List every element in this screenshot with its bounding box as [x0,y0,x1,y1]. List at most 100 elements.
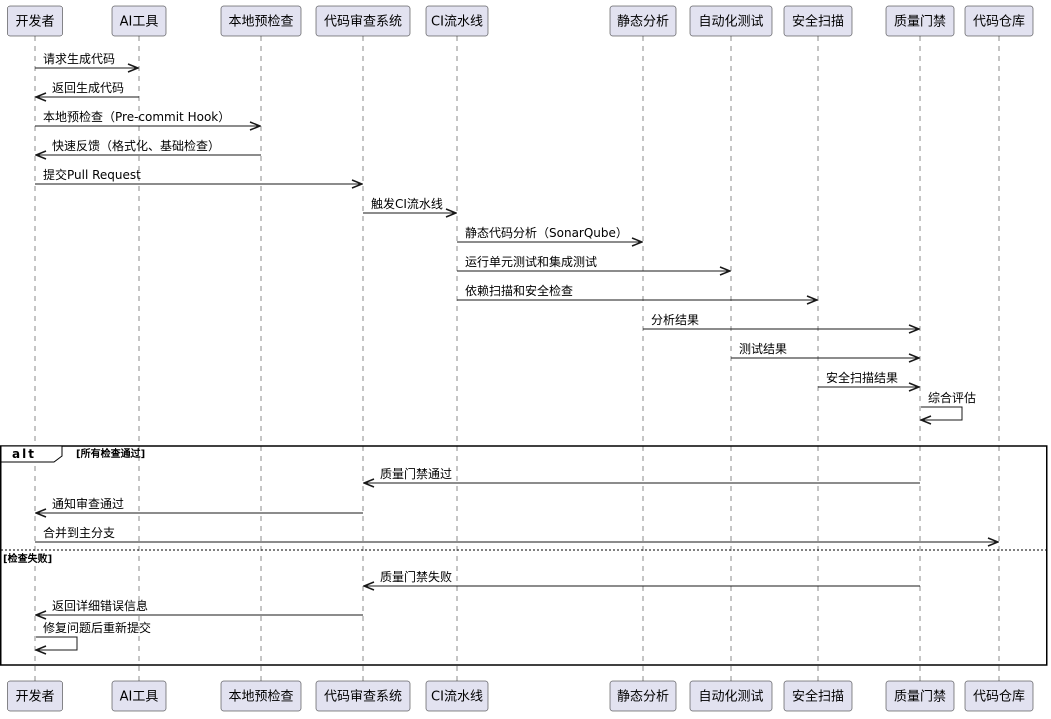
participant-label: 质量门禁 [894,690,946,705]
participant-box-shape [425,5,489,37]
participant-box-shape [609,680,677,712]
participant-repo-top: 代码仓库 [964,5,1034,37]
participant-security-bottom: 安全扫描 [783,680,853,712]
message-label: 运行单元测试和集成测试 [465,254,597,269]
message: 质量门禁失败 [364,569,920,586]
participant-label: 本地预检查 [228,690,293,705]
alt-frame-border [0,445,1048,666]
participant-static-bottom: 静态分析 [609,680,677,712]
participant-static-top: 静态分析 [609,5,677,37]
participant-box-shape [220,5,302,37]
participant-box-shape [111,680,167,712]
message-label: 综合评估 [928,390,976,405]
participant-local-bottom: 本地预检查 [220,680,302,712]
message: 返回详细错误信息 [36,598,363,615]
message-label: 返回详细错误信息 [52,598,148,613]
participant-gate-top: 质量门禁 [885,5,955,37]
alt-guard-pass: [所有检查通过] [76,447,145,460]
message: 质量门禁通过 [364,466,920,483]
participant-box-shape [964,680,1034,712]
participant-box-shape [689,680,773,712]
participant-review-top: 代码审查系统 [315,5,411,37]
message: 综合评估 [921,390,976,420]
message-label: 质量门禁通过 [380,466,452,481]
message-label: 提交Pull Request [43,167,141,182]
participant-box-shape [7,5,63,37]
participant-label: 静态分析 [617,15,669,30]
alt-frame-tab [0,445,63,463]
message: 分析结果 [643,313,919,329]
alt-guard-fail: [检查失败] [3,552,52,565]
message: 请求生成代码 [35,52,138,68]
participant-security-top: 安全扫描 [783,5,853,37]
message: 返回生成代码 [36,81,139,97]
participant-gate-bottom: 质量门禁 [885,680,955,712]
participant-label: 代码仓库 [973,14,1025,30]
message: 修复问题后重新提交 [36,620,151,650]
participant-box-shape [220,680,302,712]
participant-label: 开发者 [15,14,54,30]
message-label: 请求生成代码 [43,52,115,66]
participant-box-shape [783,680,853,712]
participant-local-top: 本地预检查 [220,5,302,37]
participant-label: 自动化测试 [698,15,763,30]
participant-label: 安全扫描 [792,689,844,705]
participant-box-shape [111,5,167,37]
participant-label: 静态分析 [617,690,669,705]
message: 触发CI流水线 [363,196,456,213]
message-label: 快速反馈（格式化、基础检查） [52,138,220,153]
message: 提交Pull Request [35,167,362,184]
participant-test-top: 自动化测试 [689,5,773,37]
message-label: 分析结果 [651,313,699,327]
participant-box-shape [315,680,411,712]
message-label: 质量门禁失败 [380,569,452,584]
message: 测试结果 [731,341,919,358]
message-label: 修复问题后重新提交 [43,620,151,635]
participant-ci-top: CI流水线 [425,5,489,37]
message-label: 返回生成代码 [52,81,124,95]
participant-box-shape [315,5,411,37]
participant-dev-top: 开发者 [7,5,63,37]
participant-label: 代码审查系统 [324,15,402,30]
participant-label: CI流水线 [431,690,483,705]
participant-box-shape [964,5,1034,37]
participant-label: AI工具 [120,15,159,30]
message-label: 静态代码分析（SonarQube） [465,226,628,240]
participant-review-bottom: 代码审查系统 [315,680,411,712]
message-label: 安全扫描结果 [826,370,898,385]
message-label: 本地预检查（Pre-commit Hook） [43,109,230,124]
participant-box-shape [7,680,63,712]
participant-label: 代码审查系统 [324,690,402,705]
message: 静态代码分析（SonarQube） [457,226,642,242]
message-label: 依赖扫描和安全检查 [465,283,573,298]
participant-box-shape [885,680,955,712]
participant-box-shape [783,5,853,37]
participant-label: 开发者 [15,689,54,705]
alt-keyword: alt [12,447,36,461]
message: 本地预检查（Pre-commit Hook） [35,109,260,126]
message: 通知审查通过 [36,496,363,513]
message: 运行单元测试和集成测试 [457,254,730,271]
participant-ai-top: AI工具 [111,5,167,37]
alt-frame: alt [所有检查通过] [检查失败] [0,445,1048,666]
participant-ci-bottom: CI流水线 [425,680,489,712]
message: 安全扫描结果 [818,370,919,387]
participant-box-shape [425,680,489,712]
participant-box-shape [609,5,677,37]
participant-repo-bottom: 代码仓库 [964,680,1034,712]
participant-label: CI流水线 [431,15,483,30]
participant-label: 自动化测试 [698,690,763,705]
participant-box-shape [885,5,955,37]
message: 快速反馈（格式化、基础检查） [36,138,261,155]
participant-label: 安全扫描 [792,14,844,30]
self-message-arrow [36,636,78,650]
participant-label: AI工具 [120,690,159,705]
participants-top: 开发者 AI工具 本地预检查 代码审查系统 CI流水线 静态分析 自动化测试 安全扫描 质量门禁… [7,5,1034,37]
participant-dev-bottom: 开发者 [7,680,63,712]
participant-label: 质量门禁 [894,15,946,30]
message: 合并到主分支 [35,525,998,542]
message-label: 触发CI流水线 [371,196,443,211]
self-message-arrow [921,406,963,420]
